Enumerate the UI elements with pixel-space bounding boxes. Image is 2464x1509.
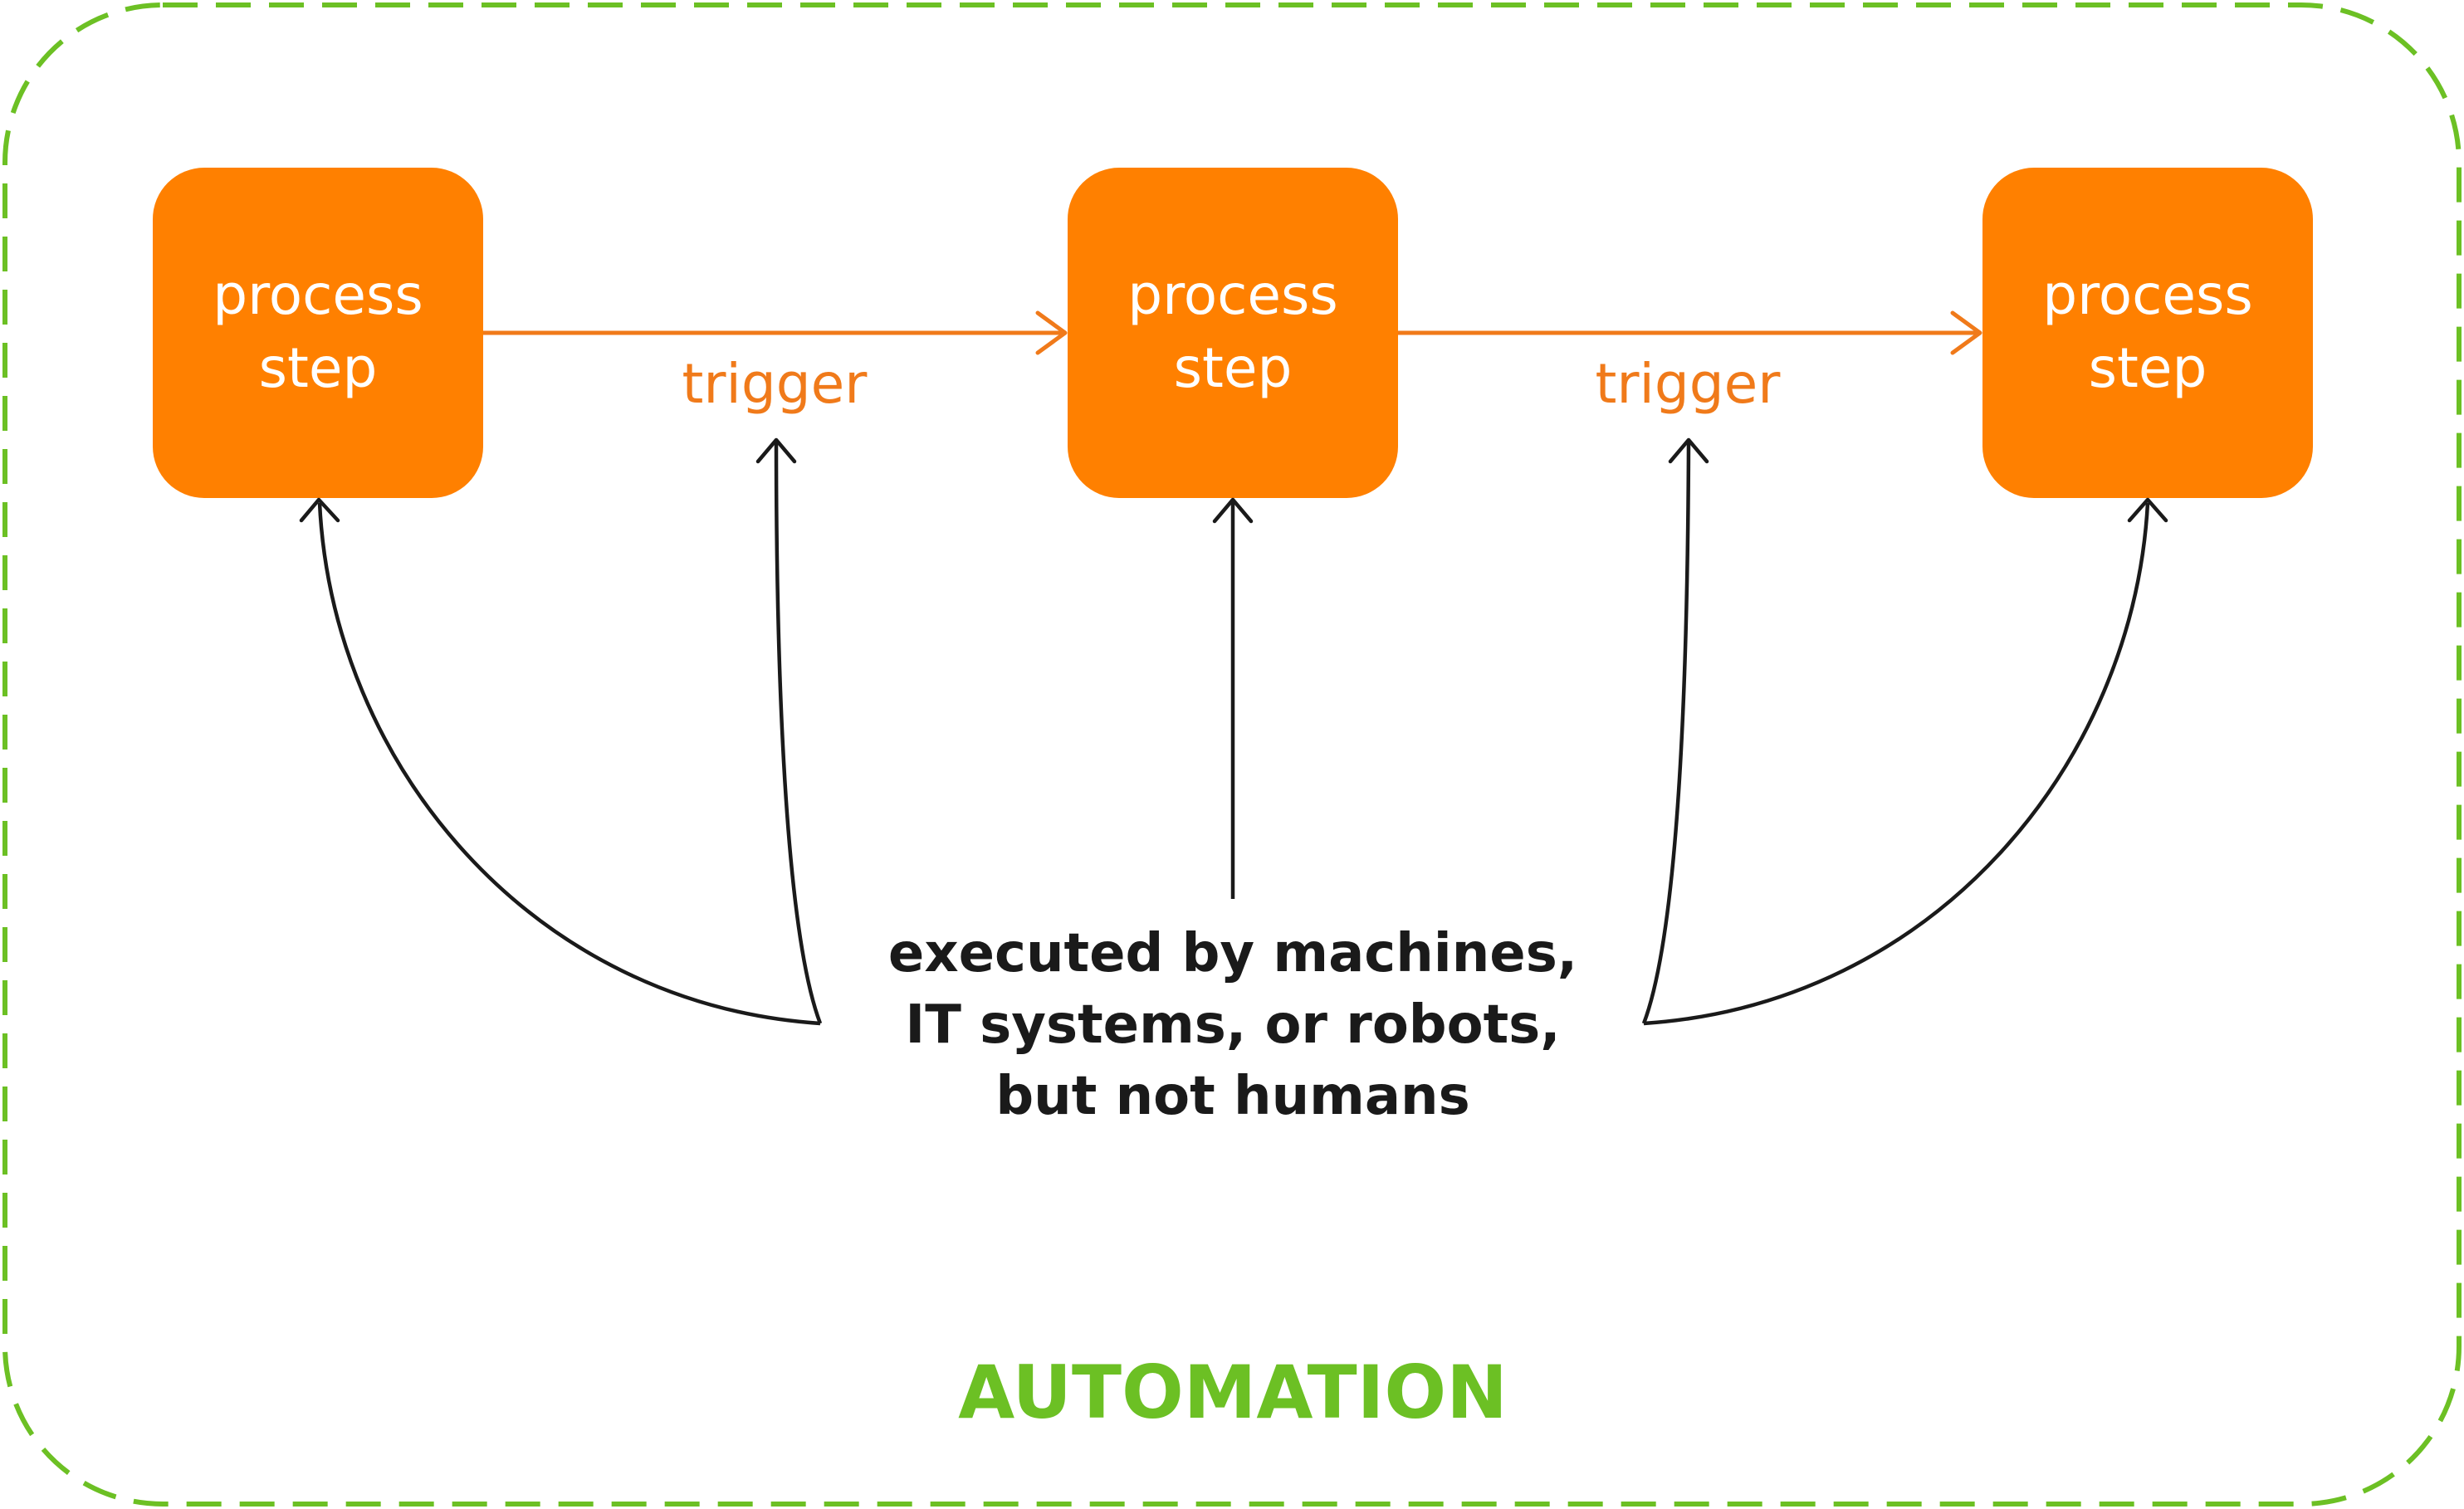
caption-line2: IT systems, or robots, (905, 994, 1560, 1056)
trigger-label-2: trigger (1596, 352, 1782, 416)
process-step-label-line2: step (2089, 336, 2207, 400)
arrowhead-icon (755, 437, 797, 464)
frame-label: AUTOMATION (958, 1350, 1508, 1435)
process-step-1: process step (153, 168, 483, 498)
trigger-arrow-1 (483, 310, 1068, 355)
arrowhead-icon (1035, 310, 1068, 355)
process-step-label-line1: process (2042, 263, 2253, 327)
trigger-label-1: trigger (682, 352, 868, 416)
arrowhead-icon (299, 497, 340, 523)
executor-arrow-right-outer (1643, 497, 2168, 1026)
process-step-box (1982, 168, 2313, 498)
caption-line3: but not humans (995, 1066, 1469, 1127)
arrowhead-icon (2127, 497, 2168, 523)
curved-arrow-line (317, 502, 821, 1026)
process-step-label-line1: process (213, 263, 423, 327)
process-step-label-line1: process (1127, 263, 1338, 327)
process-step-label-line2: step (259, 336, 378, 400)
process-step-box (1068, 168, 1398, 498)
arrowhead-icon (1950, 310, 1982, 355)
process-step-3: process step (1982, 168, 2313, 498)
arrowhead-icon (1212, 497, 1254, 524)
executor-arrow-right-inner (1641, 437, 1709, 1024)
process-step-box (153, 168, 483, 498)
executor-arrow-left-outer (299, 497, 821, 1026)
trigger-arrow-2 (1398, 310, 1982, 355)
executor-caption: executed by machines, IT systems, or rob… (888, 923, 1577, 1127)
curved-arrow-line (1643, 502, 2150, 1026)
executor-arrow-center (1212, 497, 1254, 899)
arrowhead-icon (1668, 437, 1709, 464)
process-step-2: process step (1068, 168, 1398, 498)
curved-arrow-line (1641, 441, 1691, 1024)
caption-line1: executed by machines, (888, 923, 1577, 984)
executor-arrow-left-inner (755, 437, 823, 1024)
curved-arrow-line (774, 441, 823, 1024)
process-step-label-line2: step (1174, 336, 1293, 400)
